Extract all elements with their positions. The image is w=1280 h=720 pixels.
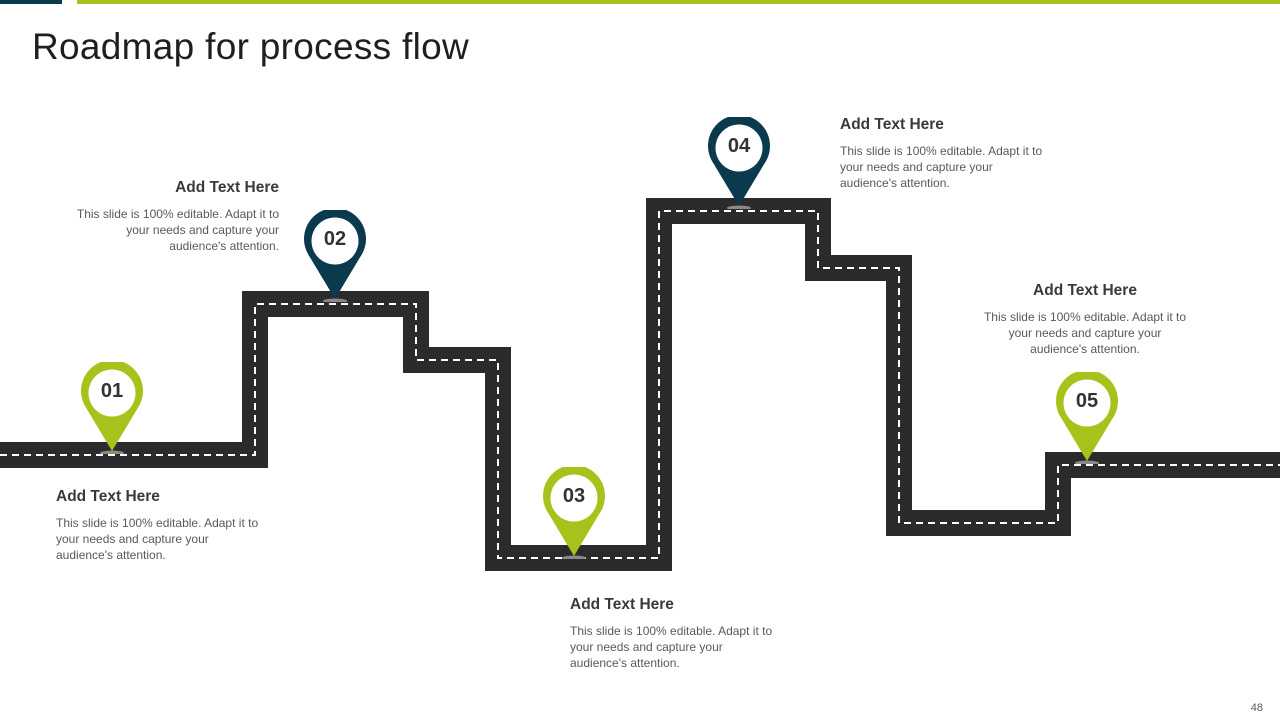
milestone-number: 02 xyxy=(323,228,347,250)
pin-inner-circle xyxy=(311,217,359,265)
pin-shadow xyxy=(1075,460,1099,464)
pin-inner-circle xyxy=(550,474,598,522)
milestone-number: 01 xyxy=(100,380,124,402)
pin-shadow xyxy=(562,555,586,559)
callout-heading: Add Text Here xyxy=(56,488,160,505)
callout-body: This slide is 100% editable. Adapt it to… xyxy=(56,516,259,562)
road-center-line xyxy=(0,210,1280,559)
top-accent-bar-dark xyxy=(0,0,62,4)
callout-heading: Add Text Here xyxy=(175,179,279,196)
milestone-number: 03 xyxy=(562,485,586,507)
milestone-pin-01: 01 xyxy=(80,362,144,454)
milestone-callout-01: Add Text Here This slide is 100% editabl… xyxy=(56,488,268,563)
milestone-number: 05 xyxy=(1075,390,1099,412)
milestone-callout-05: Add Text Here This slide is 100% editabl… xyxy=(979,282,1191,357)
callout-body: This slide is 100% editable. Adapt it to… xyxy=(76,207,279,253)
milestone-number: 04 xyxy=(727,135,751,157)
slide-title: Roadmap for process flow xyxy=(32,26,469,67)
milestone-pin-05: 05 xyxy=(1055,372,1119,464)
pin-inner-circle xyxy=(1063,379,1111,427)
pin-shadow xyxy=(727,205,751,209)
callout-heading: Add Text Here xyxy=(570,596,674,613)
top-accent-bar-green xyxy=(77,0,1280,4)
pin-inner-circle xyxy=(88,369,136,417)
pin-shadow xyxy=(323,298,347,302)
callout-body: This slide is 100% editable. Adapt it to… xyxy=(983,310,1187,356)
pin-inner-circle xyxy=(715,124,763,172)
milestone-callout-02: Add Text Here This slide is 100% editabl… xyxy=(67,179,279,254)
callout-body: This slide is 100% editable. Adapt it to… xyxy=(840,144,1043,190)
milestone-callout-04: Add Text Here This slide is 100% editabl… xyxy=(840,116,1052,191)
callout-body: This slide is 100% editable. Adapt it to… xyxy=(570,624,773,670)
callout-heading: Add Text Here xyxy=(840,116,944,133)
milestone-callout-03: Add Text Here This slide is 100% editabl… xyxy=(570,596,782,671)
milestone-pin-04: 04 xyxy=(707,117,771,209)
pin-shadow xyxy=(100,450,124,454)
milestone-pin-02: 02 xyxy=(303,210,367,302)
milestone-pin-03: 03 xyxy=(542,467,606,559)
page-number: 48 xyxy=(1250,702,1263,714)
callout-heading: Add Text Here xyxy=(1033,282,1137,299)
